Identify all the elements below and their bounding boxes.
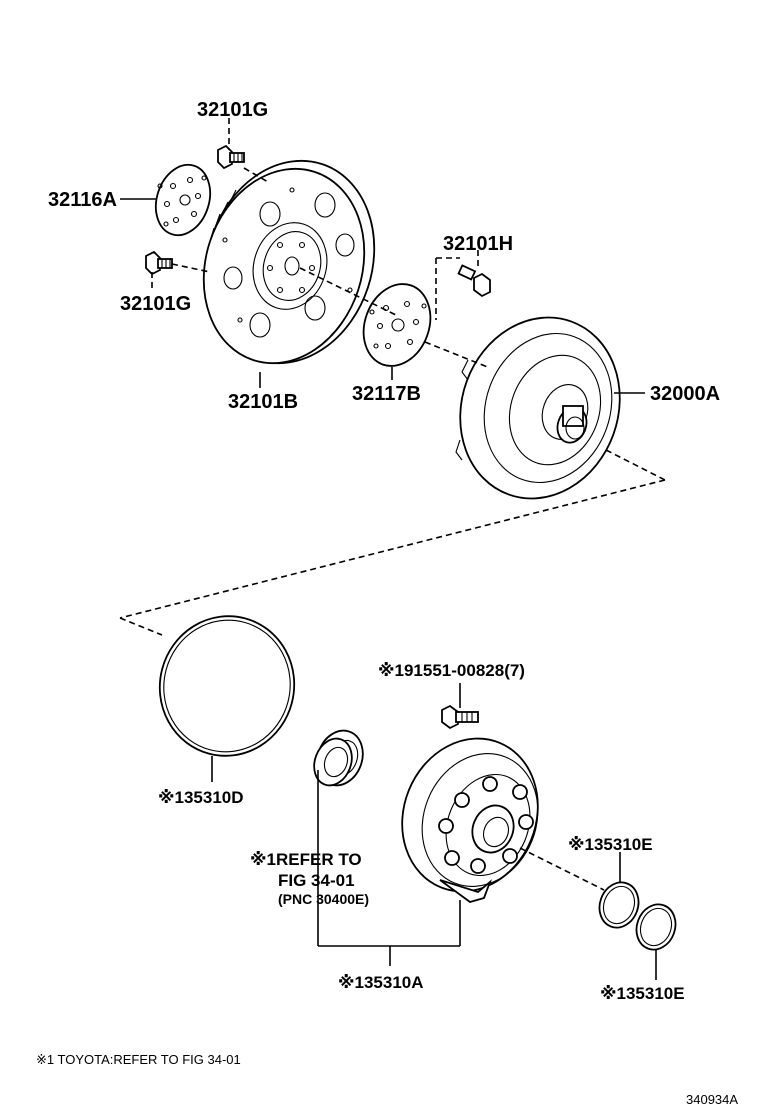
- bolt-right[interactable]: [457, 264, 491, 298]
- front-spacer-plate[interactable]: [147, 158, 219, 243]
- bolt-left[interactable]: [145, 250, 173, 276]
- label-32117b: 32117B: [352, 383, 421, 405]
- small-o-ring-2[interactable]: [630, 899, 681, 955]
- label-refer-line3: (PNC 30400E): [278, 891, 369, 907]
- label-refer-line1: ※1REFER TO: [250, 850, 362, 869]
- oil-pump-assembly[interactable]: [380, 718, 561, 912]
- label-91551-00828: ※191551-00828(7): [378, 661, 525, 680]
- label-35310e-lower: ※135310E: [600, 984, 685, 1003]
- pump-bolt[interactable]: [441, 704, 479, 730]
- torque-converter[interactable]: [435, 295, 645, 521]
- label-35310e-upper: ※135310E: [568, 835, 653, 854]
- bolt-top[interactable]: [217, 144, 245, 170]
- label-35310a: ※135310A: [338, 973, 424, 992]
- label-refer-line2: FIG 34-01: [278, 871, 355, 890]
- label-32101g-top: 32101G: [197, 99, 268, 121]
- flywheel-drive-plate[interactable]: [179, 139, 400, 386]
- label-32101g-left: 32101G: [120, 293, 191, 315]
- label-32101b: 32101B: [228, 391, 298, 413]
- large-o-ring[interactable]: [144, 601, 310, 771]
- label-32101h: 32101H: [443, 233, 513, 255]
- leader-lines: [119, 118, 666, 980]
- label-32116a: 32116A: [48, 189, 117, 211]
- figure-id: 340934A: [686, 1092, 738, 1107]
- rear-spacer-plate[interactable]: [353, 275, 442, 376]
- oil-seal[interactable]: [308, 724, 370, 792]
- label-35310d: ※135310D: [158, 788, 244, 807]
- small-o-ring-1[interactable]: [593, 877, 644, 933]
- label-32000a: 32000A: [650, 383, 720, 405]
- footnote: ※1 TOYOTA:REFER TO FIG 34-01: [36, 1052, 241, 1067]
